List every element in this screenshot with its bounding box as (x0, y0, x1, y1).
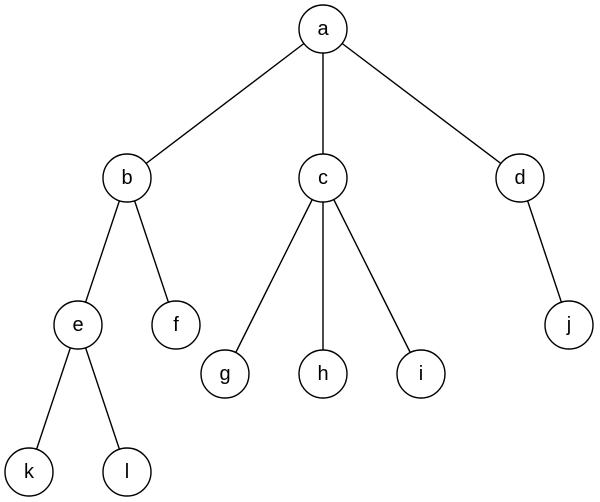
node-circle-h (298, 349, 348, 399)
node-label-j: j (566, 314, 571, 336)
node-label-k: k (24, 461, 35, 483)
nodes-layer: a b c d e f g h i j k l (4, 4, 594, 497)
node-label-i: i (419, 363, 423, 385)
node-circle-e (53, 300, 103, 350)
node-d: d (495, 153, 545, 203)
node-a: a (298, 4, 348, 54)
edge-a-b (126, 28, 324, 179)
node-f: f (151, 300, 201, 350)
node-k: k (4, 447, 54, 497)
node-label-a: a (317, 18, 329, 40)
node-b: b (102, 153, 152, 203)
node-j: j (544, 300, 594, 350)
node-circle-i (396, 349, 446, 399)
node-label-h: h (317, 363, 328, 385)
node-circle-g (200, 349, 250, 399)
edge-b-f (126, 177, 177, 326)
edge-c-g (224, 177, 324, 375)
node-circle-c (298, 153, 348, 203)
edge-e-k (28, 324, 79, 473)
edge-c-i (322, 177, 422, 375)
node-label-c: c (318, 167, 328, 189)
edge-a-d (322, 28, 521, 179)
node-circle-a (298, 4, 348, 54)
node-label-g: g (219, 363, 230, 385)
node-l: l (102, 447, 152, 497)
edge-d-j (519, 177, 570, 326)
node-label-f: f (173, 314, 179, 336)
node-c: c (298, 153, 348, 203)
node-g: g (200, 349, 250, 399)
edge-e-l (77, 324, 128, 473)
node-circle-k (4, 447, 54, 497)
node-h: h (298, 349, 348, 399)
node-circle-j (544, 300, 594, 350)
node-label-e: e (72, 314, 83, 336)
node-circle-f (151, 300, 201, 350)
node-e: e (53, 300, 103, 350)
edge-b-e (77, 177, 128, 326)
node-circle-l (102, 447, 152, 497)
edges-layer (28, 28, 570, 473)
node-i: i (396, 349, 446, 399)
node-label-b: b (121, 167, 132, 189)
node-circle-d (495, 153, 545, 203)
node-label-l: l (125, 461, 129, 483)
node-circle-b (102, 153, 152, 203)
node-label-d: d (514, 167, 525, 189)
